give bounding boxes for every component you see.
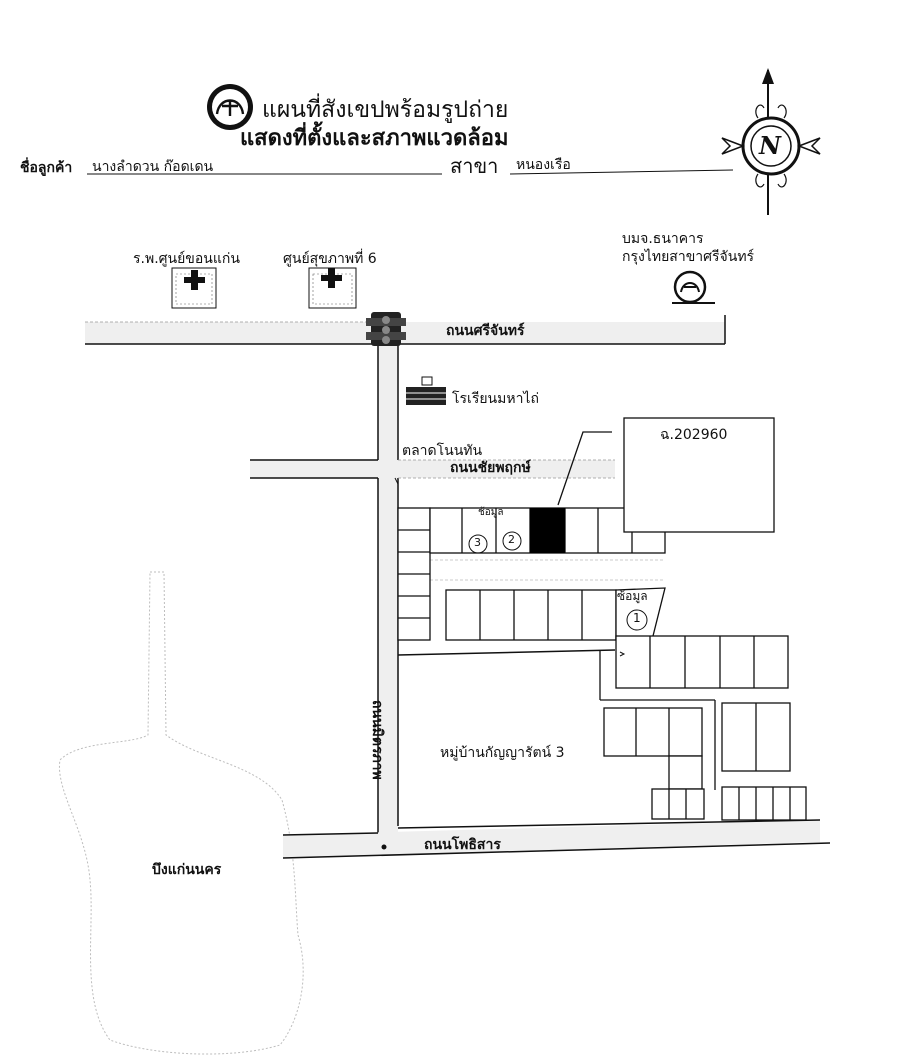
photisan-road (283, 820, 820, 858)
second-row-lots (445, 589, 617, 641)
east-lots (615, 635, 789, 689)
lake-outline (58, 571, 304, 1055)
target-lot (530, 508, 565, 553)
village-label: หมู่บ้านกัญญารัตน์ 3 (440, 745, 565, 761)
lot-marker-1: 1 (633, 611, 641, 625)
lot-marker-3-circle (468, 534, 488, 554)
srichan-road-label: ถนนศรีจันทร์ (446, 323, 525, 339)
compass-icon (721, 68, 821, 215)
market-label: ตลาดโนนทัน (402, 443, 483, 459)
left-lots (397, 507, 431, 641)
lot-marker-1-circle (626, 609, 648, 631)
hospital-label: ร.พ.ศูนย์ขอนแก่น (133, 251, 240, 267)
school-label: โรเรียนมหาไถ่ (452, 391, 539, 407)
health-center-icon (308, 267, 357, 309)
rental-label-side: ซ้อมูล (617, 589, 648, 603)
lake-label: บึงแก่นนคร (152, 862, 222, 878)
school-icon (406, 376, 446, 405)
deed-number-label: ฉ.202960 (660, 427, 728, 443)
lot-marker-2: 2 (508, 533, 515, 546)
bank-branch-icon (672, 270, 715, 304)
pointer-line (557, 431, 612, 506)
map-subtitle: แสดงที่ตั้งและสภาพแวดล้อม (240, 126, 509, 151)
chaiyaphruek-road (250, 460, 615, 478)
photisan-road-label: ถนนโพธิสาร (424, 837, 501, 853)
compass-north-letter: N (759, 131, 781, 160)
hospital-icon (171, 267, 217, 309)
photo-frame (623, 417, 775, 533)
customer-value: นางลำดวน ก๊อดเดน (92, 159, 214, 175)
branch-label: สาขา (450, 154, 499, 178)
lot-marker-3: 3 (474, 536, 481, 549)
customer-label: ชื่อลูกค้า (20, 160, 73, 176)
health-center-label: ศูนย์สุขภาพที่ 6 (283, 251, 377, 267)
traffic-light-icon (366, 312, 406, 346)
branch-value: หนองเรือ (516, 157, 571, 173)
bank-logo-icon (207, 84, 253, 130)
chaiyaphruek-road-label: ถนนชัยพฤกษ์ (450, 460, 531, 476)
village-lots (603, 702, 807, 821)
bank-label-line1: บมจ.ธนาคาร (622, 231, 704, 247)
map-title: แผนที่สังเขปพร้อมรูปถ่าย (262, 97, 509, 123)
rental-label-top: ช้อมูล (478, 507, 504, 518)
lot-marker-2-circle (502, 531, 522, 551)
bank-label-line2: กรุงไทยสาขาศรีจันทร์ (622, 249, 755, 265)
mittraphap-road-label: ถนนมิตรภาพ (369, 700, 385, 780)
